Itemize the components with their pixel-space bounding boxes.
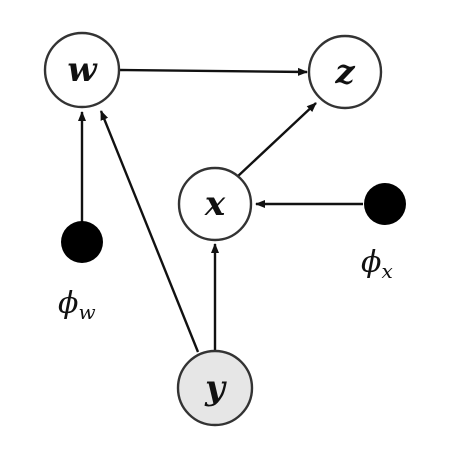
parameter-phi-x-symbol: ϕ (361, 245, 381, 280)
node-w-circle (43, 31, 121, 109)
node-z: z (307, 34, 383, 110)
parameter-phi-x-subscript: x (381, 259, 392, 283)
node-y: y (176, 349, 254, 427)
node-w: w (43, 31, 121, 109)
edge-y-to-w (99, 110, 200, 353)
edges (78, 67, 363, 353)
parameter-phi-w: ϕw (58, 221, 103, 324)
parameter-phi-w-subscript: w (78, 300, 95, 324)
node-x-label: x (204, 184, 226, 224)
node-w-label: w (67, 50, 98, 90)
edge-w-to-z (118, 67, 308, 76)
node-x-circle (177, 166, 253, 242)
node-y-circle (176, 349, 254, 427)
parameter-phi-w-symbol: ϕ (58, 286, 78, 321)
parameter-phi-x-dot (364, 183, 406, 225)
parameter-phi-w-dot (61, 221, 103, 263)
node-z-label: z (334, 52, 355, 92)
node-y-label: y (204, 368, 227, 408)
edge-x-to-z (236, 102, 317, 178)
node-z-circle (307, 34, 383, 110)
parameter-phi-w-label: ϕw (58, 286, 96, 324)
node-x: x (177, 166, 253, 242)
parameter-phi-x-label: ϕx (361, 245, 393, 283)
parameter-phi-x: ϕx (361, 183, 406, 283)
